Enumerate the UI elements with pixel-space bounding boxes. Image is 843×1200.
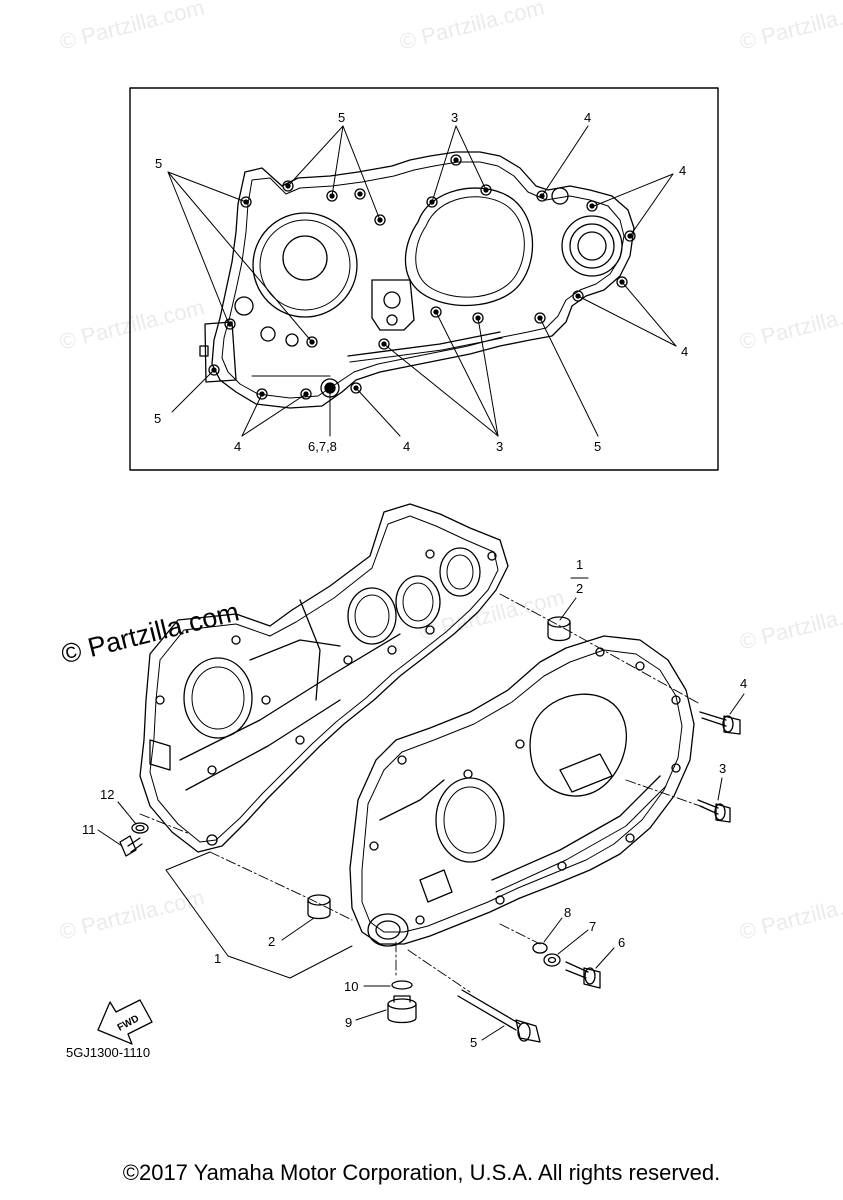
callout-3: 3	[496, 439, 503, 454]
callout-1: 1	[214, 951, 221, 966]
callout-2: 2	[268, 934, 275, 949]
dowel-pin	[307, 894, 331, 920]
exploded-view-callouts: 1 2 4 3 12 11 2 1 8 7 6 10 9 5 FWD	[82, 557, 747, 1050]
bolt-5	[457, 989, 541, 1043]
callout-9: 9	[345, 1015, 352, 1030]
dowel-pin	[547, 616, 571, 642]
callout-4: 4	[681, 344, 688, 359]
callout-2: 2	[576, 581, 583, 596]
left-crankcase-half	[139, 503, 509, 853]
top-view-frame	[129, 87, 719, 471]
callout-10: 10	[344, 979, 358, 994]
o-ring-8	[532, 942, 548, 954]
callout-5: 5	[338, 110, 345, 125]
callout-1: 1	[576, 557, 583, 572]
callout-4: 4	[740, 676, 747, 691]
bolt-11	[119, 835, 143, 857]
alignment-lines	[139, 593, 707, 993]
copyright-notice: ©2017 Yamaha Motor Corporation, U.S.A. A…	[122, 1160, 721, 1185]
callout-3: 3	[451, 110, 458, 125]
plug-9	[387, 995, 417, 1024]
callout-11: 11	[82, 822, 96, 837]
crankcase-top-view	[199, 151, 636, 409]
right-crankcase-half	[349, 635, 695, 947]
bolt-4	[699, 711, 741, 735]
callout-6-7-8: 6,7,8	[308, 439, 337, 454]
callout-5: 5	[154, 411, 161, 426]
washer-7	[543, 953, 561, 967]
callout-6: 6	[618, 935, 625, 950]
callout-12: 12	[100, 787, 114, 802]
callout-5: 5	[155, 156, 162, 171]
callout-3: 3	[719, 761, 726, 776]
washer-12	[131, 822, 149, 834]
callout-4: 4	[584, 110, 591, 125]
top-view-callouts: 5 5 3 4 4 4 5 4 6,7,8 4 3 5	[154, 110, 688, 454]
callout-4: 4	[234, 439, 241, 454]
exploded-view-leaders	[97, 577, 745, 1041]
bolt-3	[697, 799, 731, 823]
callout-4: 4	[679, 163, 686, 178]
callout-7: 7	[589, 919, 596, 934]
top-view-leaders	[167, 125, 677, 437]
callout-5: 5	[594, 439, 601, 454]
callout-8: 8	[564, 905, 571, 920]
part-code: 5GJ1300-1110	[66, 1045, 151, 1060]
callout-5: 5	[470, 1035, 477, 1050]
o-ring-10	[391, 980, 413, 990]
fwd-arrow-icon	[97, 999, 153, 1045]
bolt-6	[565, 961, 601, 989]
callout-4: 4	[403, 439, 410, 454]
